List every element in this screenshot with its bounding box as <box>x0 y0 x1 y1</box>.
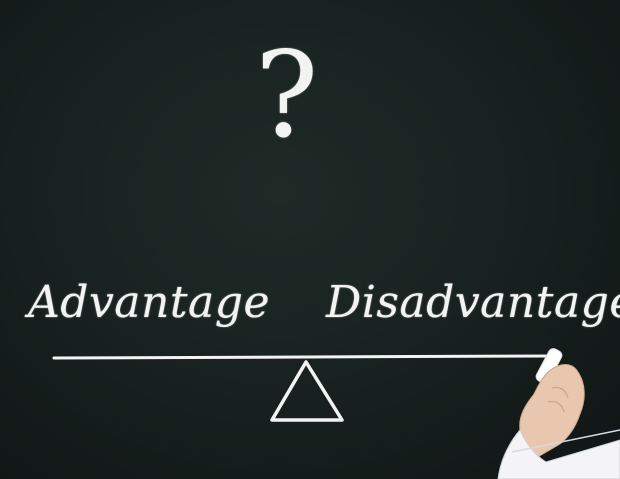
fulcrum-triangle <box>270 360 344 422</box>
question-mark: ? <box>255 26 319 164</box>
shirt-sleeve <box>497 429 620 479</box>
advantage-label: Advantage <box>28 277 270 328</box>
disadvantage-label: Disadvantage <box>326 277 620 328</box>
balance-beam <box>52 354 554 360</box>
hand-with-marker <box>497 348 620 479</box>
hand-icon <box>519 364 585 459</box>
